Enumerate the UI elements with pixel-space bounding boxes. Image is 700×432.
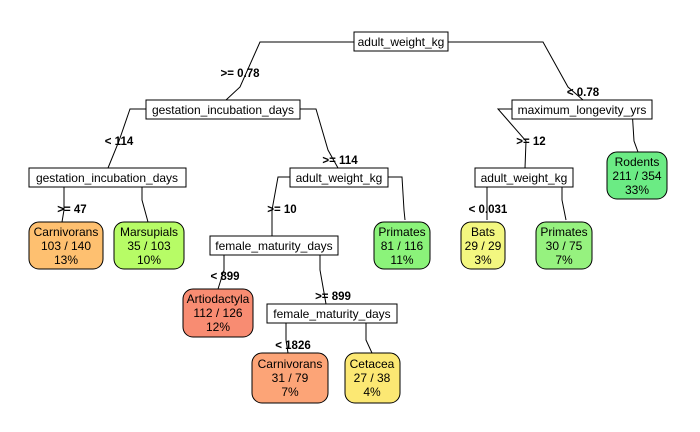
- split-label: maximum_longevity_yrs: [518, 103, 647, 117]
- edge-femmat1-left: [217, 253, 225, 290]
- leaf-counts: 81 / 116: [381, 239, 424, 253]
- leaf-class: Carnivorans: [34, 225, 99, 239]
- split-label: female_maturity_days: [273, 307, 390, 321]
- leaf-marsupials: Marsupials 35 / 103 10%: [113, 221, 185, 270]
- leaf-counts: 112 / 126: [193, 306, 242, 320]
- leaf-percent: 33%: [625, 183, 649, 197]
- edge-label-adult2-left: >= 10: [267, 204, 296, 216]
- split-label: adult_weight_kg: [296, 171, 383, 185]
- leaf-counts: 31 / 79: [272, 371, 309, 385]
- leaf-fill: [606, 151, 668, 200]
- split-node-female-maturity-1: female_maturity_days: [209, 235, 339, 256]
- leaf-fill: [28, 221, 104, 270]
- split-node-gestation-1: gestation_incubation_days: [145, 99, 301, 120]
- split-node-adult-weight-3: adult_weight_kg: [474, 167, 574, 188]
- split-node-root: adult_weight_kg: [353, 31, 449, 52]
- edge-femmat1-right: [319, 253, 327, 305]
- leaf-percent: 4%: [363, 385, 381, 399]
- edge-maxlong-left: [496, 108, 527, 169]
- edge-gest2-left: [61, 186, 65, 223]
- leaf-percent: 7%: [281, 385, 299, 399]
- leaf-counts: 103 / 140: [41, 239, 91, 253]
- leaf-class: Primates: [378, 225, 425, 239]
- edge-adult2-left: [271, 176, 290, 236]
- edge-label-root-right: < 0.78: [567, 87, 600, 99]
- leaf-percent: 3%: [474, 253, 492, 267]
- edge-label-gest2-left: >= 47: [57, 204, 86, 216]
- leaf-fill: [535, 221, 593, 270]
- edge-label-gest1-right: >= 114: [322, 155, 358, 167]
- split-label: gestation_incubation_days: [152, 103, 294, 117]
- edge-adult3-right: [561, 186, 567, 221]
- edge-adult2-right: [388, 176, 406, 221]
- split-label: adult_weight_kg: [358, 35, 445, 49]
- leaf-percent: 7%: [555, 253, 573, 267]
- leaf-fill: [113, 221, 185, 270]
- leaf-class: Primates: [540, 225, 587, 239]
- leaf-primates-1: Primates 81 / 116 11%: [373, 221, 431, 270]
- leaf-counts: 27 / 38: [354, 371, 391, 385]
- leaf-bats: Bats 29 / 29 3%: [460, 221, 506, 270]
- leaf-fill: [344, 352, 401, 404]
- split-label: adult_weight_kg: [481, 171, 568, 185]
- leaf-class: Artiodactyla: [187, 292, 250, 306]
- leaf-fill: [251, 352, 329, 404]
- leaf-cetacea: Cetacea 27 / 38 4%: [344, 352, 401, 404]
- leaf-fill: [460, 221, 506, 270]
- leaf-percent: 10%: [137, 253, 161, 267]
- leaf-class: Marsupials: [120, 225, 178, 239]
- edge-label-femmat1-right: >= 899: [315, 291, 351, 303]
- edge-gest2-right: [141, 186, 149, 223]
- edge-femmat2-left: [285, 322, 289, 354]
- leaf-fill: [373, 221, 431, 270]
- leaf-counts: 30 / 75: [546, 239, 583, 253]
- split-node-gestation-2: gestation_incubation_days: [28, 167, 187, 188]
- edge-label-adult3-left: < 0.031: [469, 204, 508, 216]
- split-node-adult-weight-2: adult_weight_kg: [289, 167, 389, 188]
- leaf-class: Cetacea: [350, 357, 395, 371]
- leaf-class: Rodents: [615, 155, 660, 169]
- edge-root-left: [225, 41, 354, 101]
- leaf-counts: 35 / 103: [127, 239, 171, 253]
- split-node-max-longevity: maximum_longevity_yrs: [511, 99, 653, 120]
- leaf-counts: 211 / 354: [612, 169, 661, 183]
- split-node-female-maturity-2: female_maturity_days: [266, 303, 398, 324]
- leaf-carnivorans-2: Carnivorans 31 / 79 7%: [251, 352, 329, 404]
- leaf-class: Carnivorans: [258, 357, 323, 371]
- leaf-counts: 29 / 29: [465, 239, 502, 253]
- leaf-carnivorans-1: Carnivorans 103 / 140 13%: [28, 221, 104, 270]
- leaf-primates-2: Primates 30 / 75 7%: [535, 221, 593, 270]
- leaf-fill: [182, 288, 254, 338]
- edge-label-femmat1-left: < 899: [210, 271, 239, 283]
- leaf-rodents: Rodents 211 / 354 33%: [606, 151, 668, 200]
- leaf-artiodactyla: Artiodactyla 112 / 126 12%: [182, 288, 254, 338]
- leaf-class: Bats: [471, 225, 495, 239]
- edge-femmat2-right: [365, 322, 373, 354]
- edge-label-femmat2-left: < 1826: [275, 340, 311, 352]
- edge-label-root-left: >= 0.78: [220, 68, 260, 80]
- leaf-percent: 12%: [206, 320, 230, 334]
- split-label: gestation_incubation_days: [36, 171, 178, 185]
- edge-gest1-right: [300, 108, 339, 169]
- edge-root-right: [448, 41, 584, 101]
- leaf-percent: 11%: [390, 253, 413, 267]
- edge-label-gest1-left: < 114: [105, 136, 134, 148]
- leaf-percent: 13%: [54, 253, 78, 267]
- split-label: female_maturity_days: [215, 239, 332, 253]
- edge-label-maxlong-left: >= 12: [516, 136, 545, 148]
- edge-gest1-left: [107, 108, 146, 169]
